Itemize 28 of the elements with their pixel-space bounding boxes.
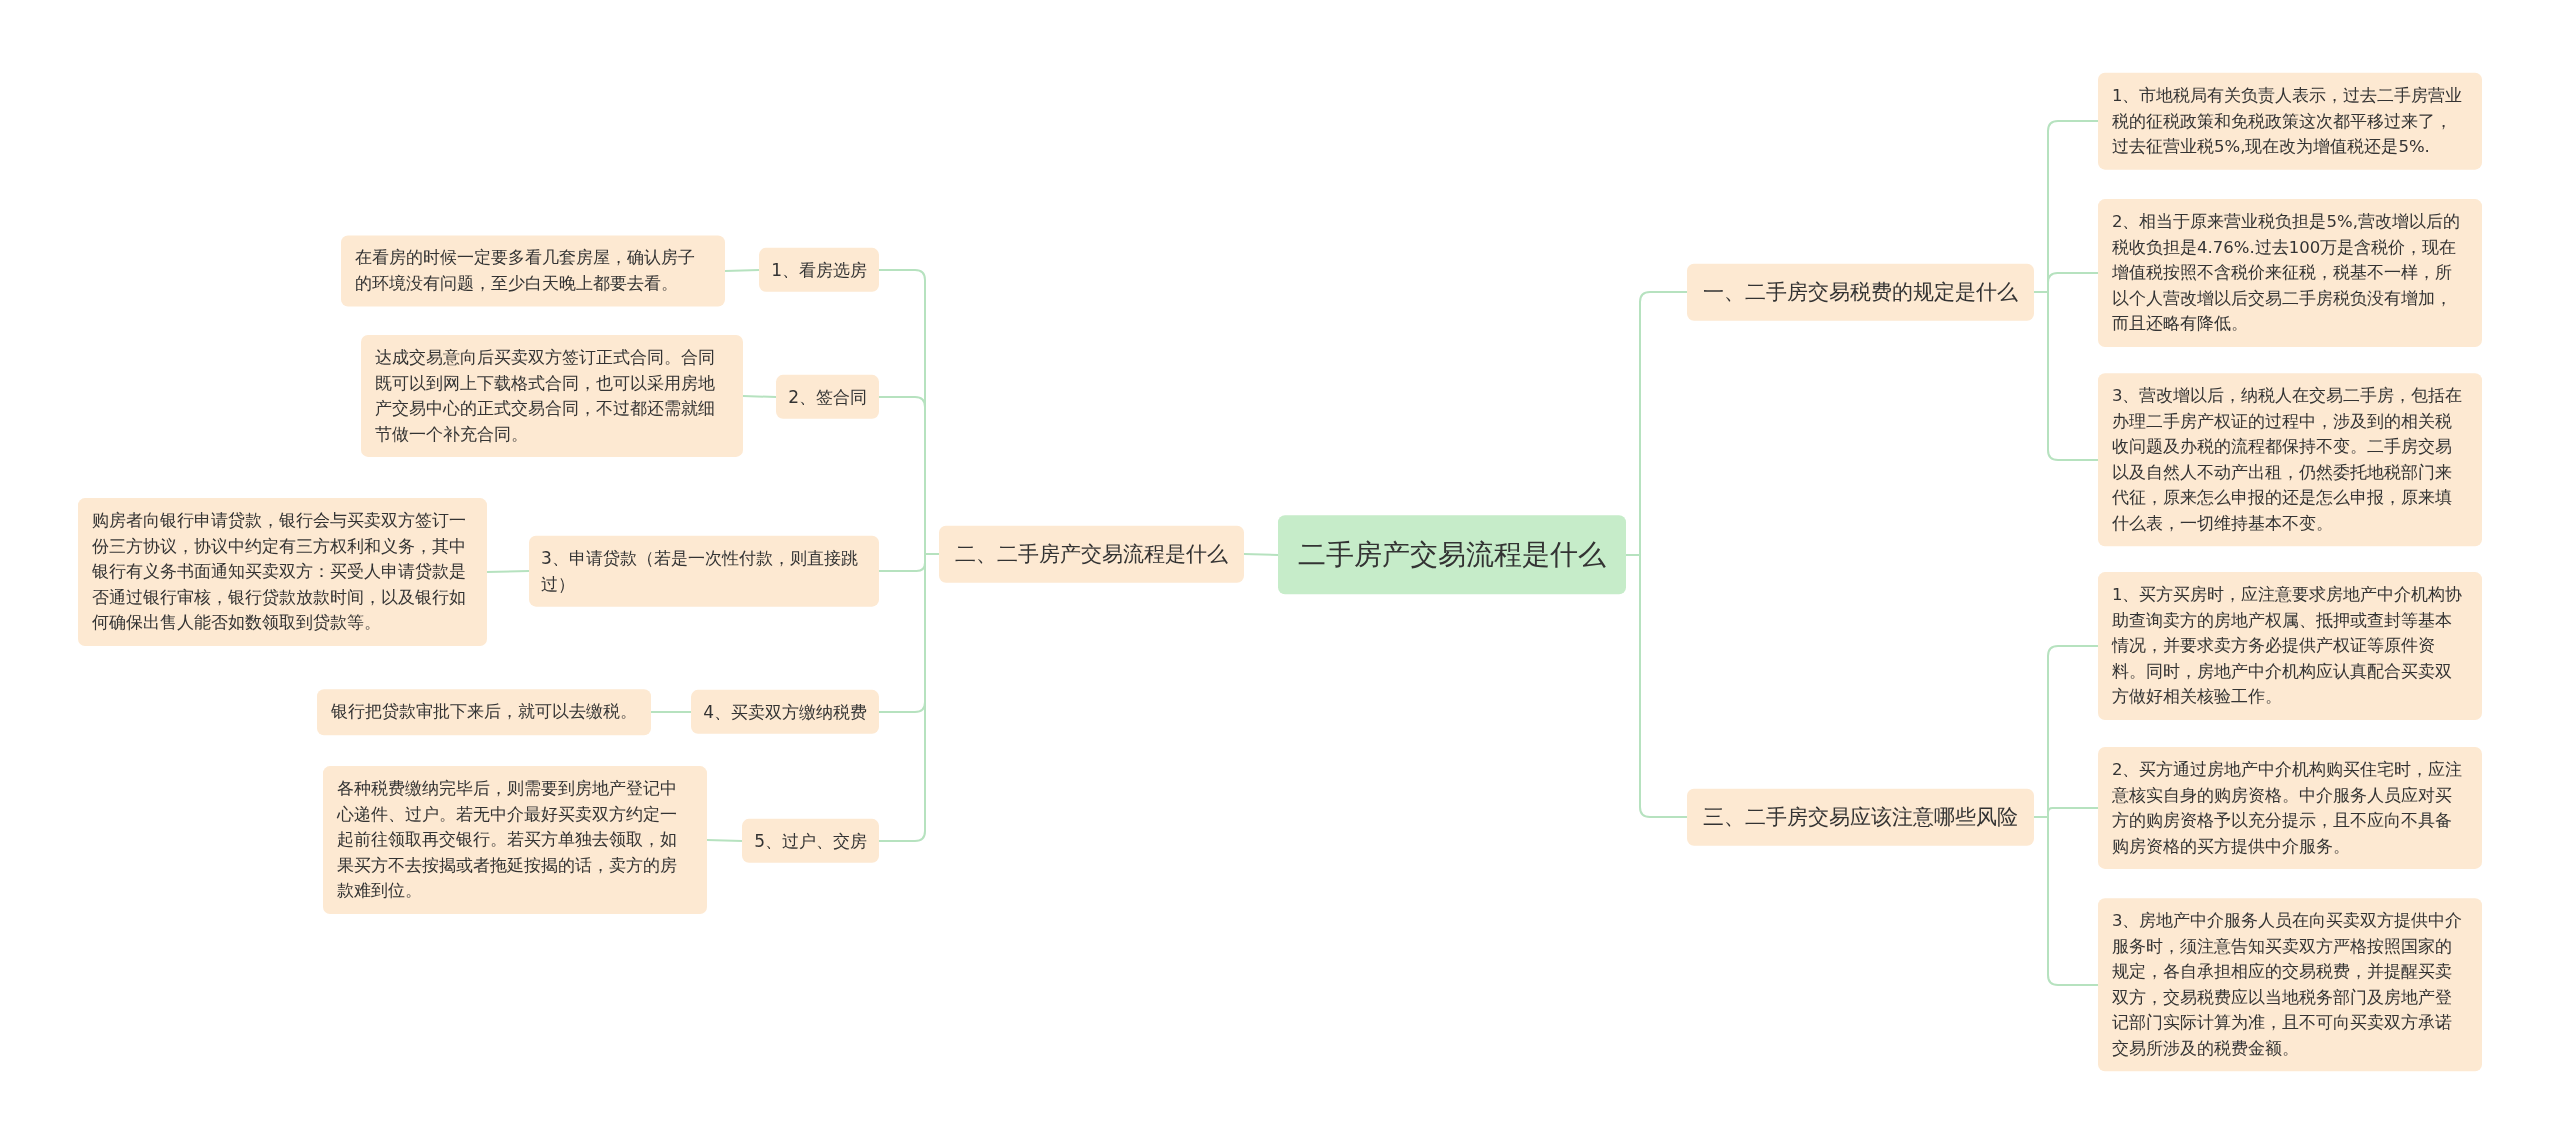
branch-topic: 三、二手房交易应该注意哪些风险	[1687, 788, 2034, 846]
note-card: 3、房地产中介服务人员在向买卖双方提供中介服务时，须注意告知买卖双方严格按照国家的规定，各自承担相应的交易税费，并提醒买卖双方，交易税费应以当地税务部门及房地产登记部门实际计算为准，且不可向买卖双方承诺交易所涉及的税费金额。	[2098, 898, 2482, 1072]
subtopic: 1、看房选房	[759, 247, 879, 293]
note-card: 购房者向银行申请贷款，银行会与买卖双方签订一份三方协议，协议中约定有三方权利和义务，其中银行有义务书面通知买卖双方：买受人申请贷款是否通过银行审核，银行贷款放款时间，以及银行如何确保出售人能否如数领取到贷款等。	[78, 498, 487, 646]
note-card: 银行把贷款审批下来后，就可以去缴税。	[317, 689, 651, 735]
subtopic: 3、申请贷款（若是一次性付款，则直接跳过）	[529, 535, 879, 607]
connector-line	[650, 711, 693, 713]
subtopic: 5、过户、交房	[742, 818, 879, 864]
note-card: 2、相当于原来营业税负担是5%,营改增以后的税收负担是4.76%.过去100万是含税价，现在增值税按照不含税价来征税，税基不一样，所以个人营改增以后交易二手房税负没有增加，而且还略有降低。	[2098, 199, 2482, 347]
note-card: 1、市地税局有关负责人表示，过去二手房营业税的征税政策和免税政策这次都平移过来了，过去征营业税5%,现在改为增值税还是5%.	[2098, 72, 2482, 170]
note-card: 达成交易意向后买卖双方签订正式合同。合同既可以到网上下载格式合同，也可以采用房地产交易中心的正式交易合同，不过都还需就细节做一个补充合同。	[361, 334, 743, 458]
note-card: 在看房的时候一定要多看几套房屋，确认房子的环境没有问题，至少白天晚上都要去看。	[341, 235, 725, 307]
central-topic: 二手房产交易流程是什么	[1278, 515, 1626, 595]
connector-line	[706, 839, 744, 842]
connector-line	[1625, 554, 1688, 818]
subtopic: 2、签合同	[776, 374, 879, 420]
connector-line	[486, 570, 530, 573]
note-card: 1、买方买房时，应注意要求房地产中介机构协助查询卖方的房地产权属、抵押或查封等基本情况，并要求卖方务必提供产权证等原件资料。同时，房地产中介机构应认真配合买卖双方做好相关核验工作。	[2098, 572, 2482, 720]
connector-line	[1243, 553, 1279, 556]
connector-line	[724, 269, 761, 272]
branch-topic: 二、二手房产交易流程是什么	[939, 525, 1244, 583]
connector-line	[742, 395, 778, 398]
subtopic: 4、买卖双方缴纳税费	[691, 689, 879, 735]
connector-line	[878, 553, 940, 842]
branch-topic: 一、二手房交易税费的规定是什么	[1687, 263, 2034, 321]
note-card: 2、买方通过房地产中介机构购买住宅时，应注意核实自身的购房资格。中介服务人员应对买方的购房资格予以充分提示，且不应向不具备购房资格的买方提供中介服务。	[2098, 746, 2482, 870]
note-card: 各种税费缴纳完毕后，则需要到房地产登记中心递件、过户。若无中介最好买卖双方约定一起前往领取再交银行。若买方单独去领取，如果买方不去按揭或者拖延按揭的话，卖方的房款难到位。	[323, 766, 707, 914]
note-card: 3、营改增以后，纳税人在交易二手房，包括在办理二手房产权证的过程中，涉及到的相关税收问题及办税的流程都保持不变。二手房交易以及自然人不动产出租，仍然委托地税部门来代征，原来怎么申报的还是怎么申报，原来填什么表，一切维持基本不变。	[2098, 373, 2482, 547]
